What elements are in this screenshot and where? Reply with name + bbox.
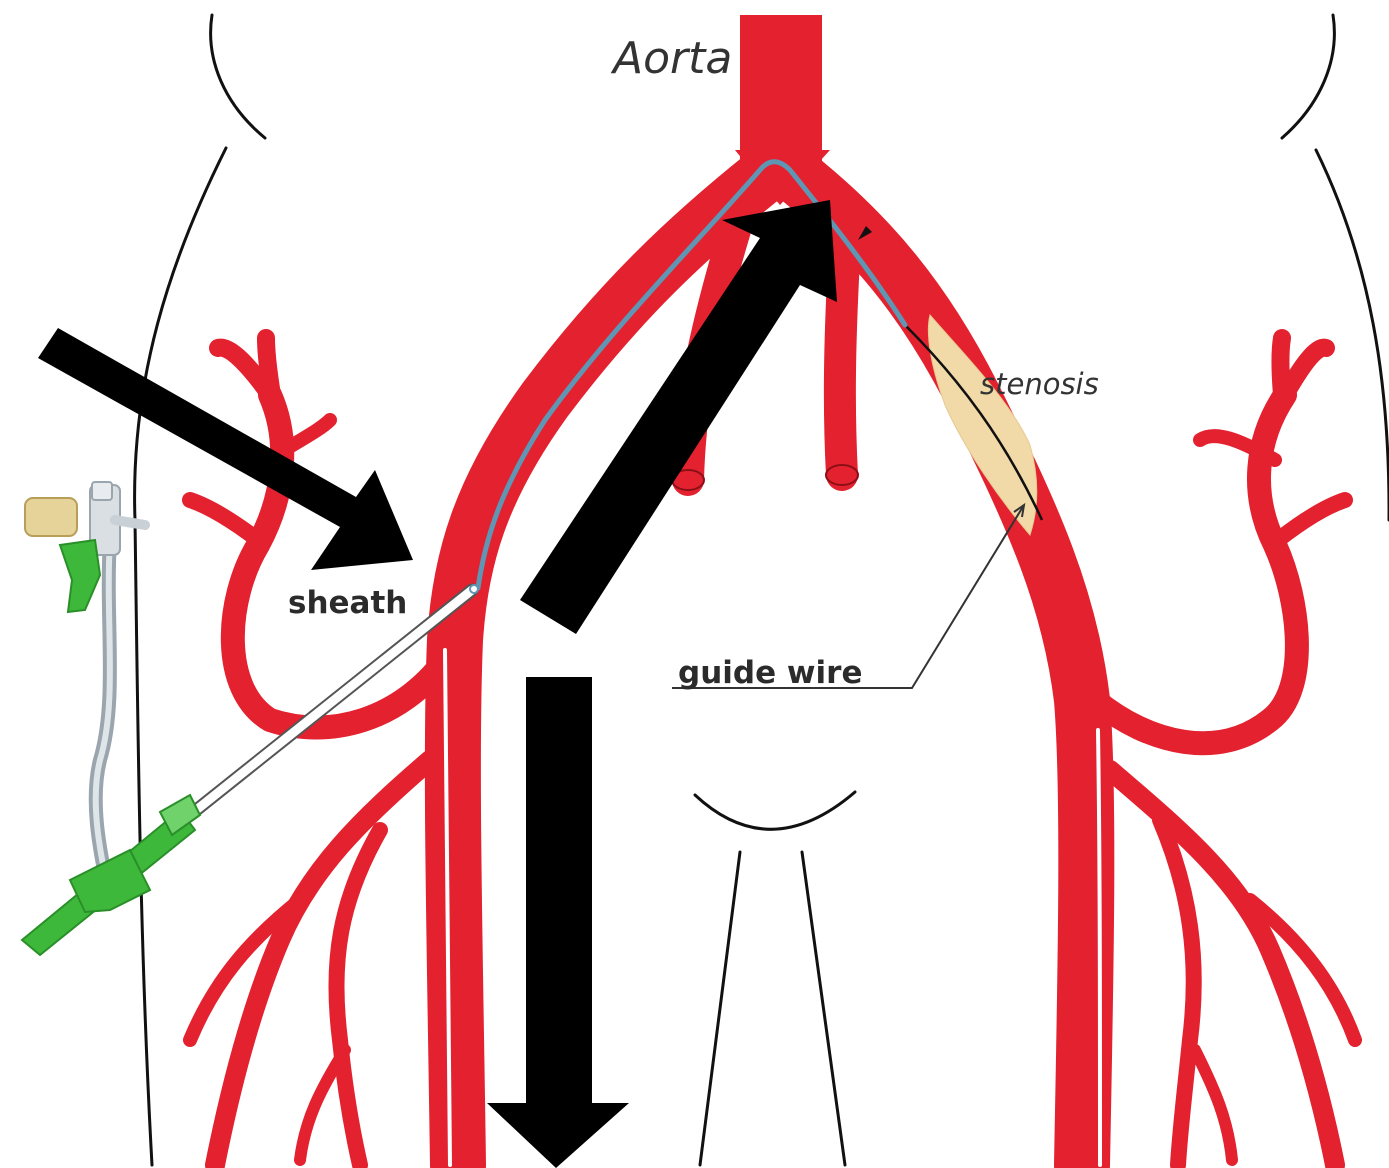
guide-wire-label: guide wire [678, 655, 862, 691]
stopcock-handle [60, 540, 100, 612]
right-hip-outline [1316, 150, 1389, 520]
right-thigh-branch-2 [1160, 820, 1194, 1165]
stenosis-label: stenosis [980, 367, 1099, 401]
right-upper-branch-a [1285, 348, 1326, 395]
right-thigh-branch-4 [1195, 1050, 1232, 1160]
left-hip-outline [135, 148, 226, 1165]
left-upper-branch-c [190, 500, 258, 540]
right-upper-branch-c [1278, 500, 1345, 540]
left-thigh-branch-2 [336, 830, 380, 1165]
sheath-tip [470, 585, 478, 593]
aorta-label: Aorta [610, 33, 732, 84]
left-thigh-branch-4 [300, 1050, 345, 1160]
right-iliac-lumen-highlight [1098, 730, 1100, 1165]
right-upper-branch-b [1281, 338, 1283, 395]
stopcock-side-arm [115, 520, 145, 525]
groin-curve [695, 792, 855, 829]
sheath-label: sheath [288, 585, 407, 621]
right-outer-artery-loop [1095, 395, 1297, 743]
inner-right-thigh-outline [802, 852, 845, 1165]
inner-left-thigh-outline [700, 852, 740, 1165]
left-upper-branch-b [266, 338, 272, 395]
luer-cap [25, 498, 77, 536]
stenosis-plaque [928, 315, 1036, 535]
stopcock-top [92, 482, 112, 500]
left-thigh-branch-1 [215, 760, 430, 1165]
arrow-downward [487, 677, 629, 1168]
left-waist-outline [211, 15, 265, 138]
median-sacral-branch [840, 240, 845, 475]
median-branch-stump [826, 465, 858, 485]
right-waist-outline [1282, 15, 1334, 138]
